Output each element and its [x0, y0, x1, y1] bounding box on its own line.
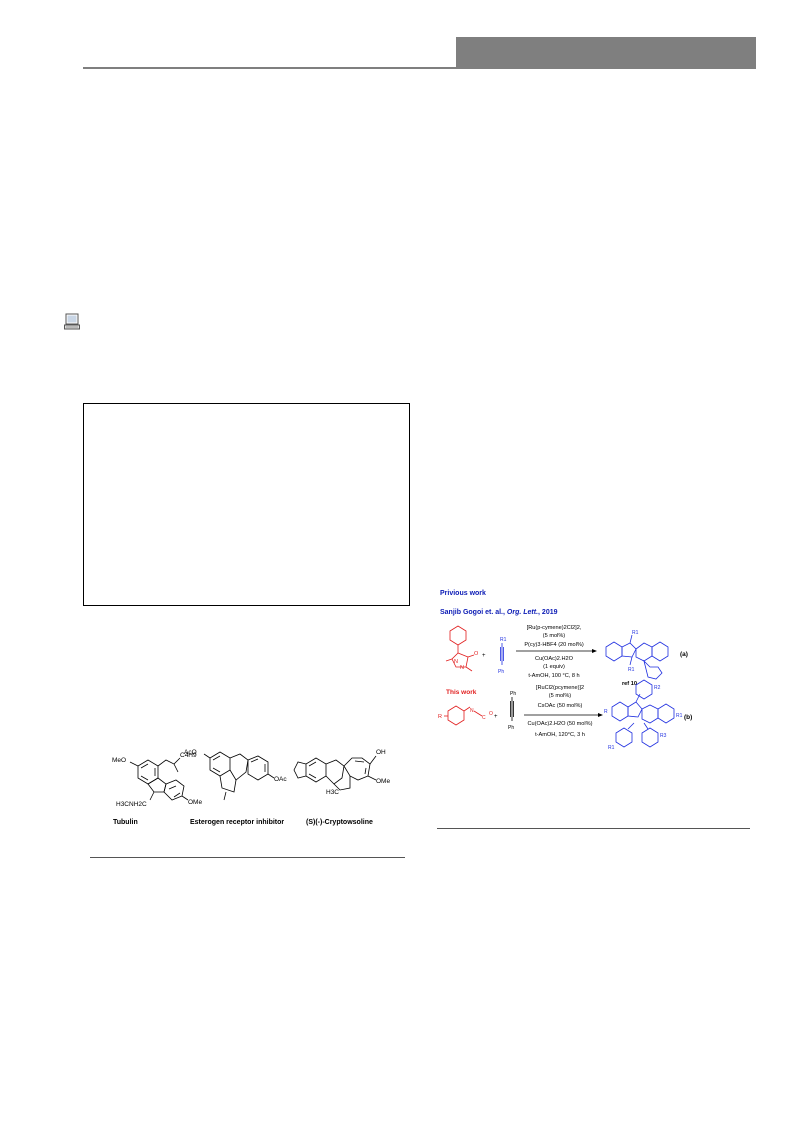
abstract-box [83, 403, 410, 606]
previous-work-heading: Privious work [440, 590, 486, 597]
arrow-b-head [598, 713, 603, 717]
isocyanate-c: C [482, 715, 486, 721]
alkyne-b-ph-top: Ph [510, 691, 516, 697]
ref-10: ref 10 [622, 681, 637, 687]
estrogen-structure [203, 751, 275, 801]
tubulin-ome: OMe [188, 799, 202, 806]
tubulin-c4h9: C4H9 [180, 752, 197, 759]
reference-author: Sanjib Gogoi et. al., [440, 609, 507, 616]
product-b-r1-right: R1 [676, 713, 683, 719]
cryptowsoline-structure [293, 755, 377, 791]
alkyne-a-ph: Ph [498, 669, 504, 675]
alkyne-b-ph-bottom: Ph [508, 725, 514, 731]
label-b: (b) [684, 714, 692, 721]
estrogen-oac: OAc [274, 776, 287, 783]
reaction-scheme: Privious work Sanjib Gogoi et. al., Org.… [436, 585, 756, 805]
caption-tubulin: Tubulin [113, 819, 138, 826]
reference-line: Sanjib Gogoi et. al., Org. Lett., 2019 [440, 609, 558, 616]
pyrazolone-reactant [445, 625, 475, 672]
diphenylacetylene [510, 697, 514, 721]
estrogen-aco: AcO [184, 749, 197, 756]
cond-a-3: P(cy)3·HBF4 (20 mol%) [524, 642, 584, 648]
reference-year: , 2019 [538, 609, 558, 616]
header-rule [83, 67, 756, 69]
header-tab [456, 37, 756, 68]
computer-icon [64, 313, 80, 330]
tubulin-h3cnh2c: H3CNH2C [116, 801, 147, 808]
cond-b-2: (5 mol%) [549, 693, 572, 699]
left-column-rule [90, 857, 405, 858]
isocyanate-o: O [489, 711, 493, 717]
isocyanate-r: R [438, 714, 442, 720]
crypto-oh: OH [376, 749, 386, 756]
product-a-r1-top: R1 [632, 630, 639, 636]
cond-a-4: Cu(OAc)2.H2O [535, 656, 574, 662]
alkyne-a [500, 643, 504, 665]
isocyanate-reactant [444, 705, 483, 726]
cond-a-2: (5 mol%) [543, 633, 566, 639]
pyrazolone-n2: N [460, 665, 464, 671]
tubulin-meo: MeO [112, 757, 126, 764]
product-a-r1-bottom: R1 [628, 667, 635, 673]
isocyanate-n: N [470, 708, 474, 714]
reference-journal: Org. Lett. [507, 609, 538, 616]
alkyne-a-r1: R1 [500, 637, 507, 643]
plus-b: + [494, 714, 498, 720]
arrow-a-head [592, 649, 597, 653]
product-b-r2: R2 [654, 685, 661, 691]
product-b-r: R [604, 709, 608, 715]
crypto-h3c: H3C [326, 789, 339, 796]
right-column-rule [437, 828, 750, 829]
cond-a-6: t-AmOH, 100 °C, 8 h [528, 673, 579, 679]
caption-estrogen: Esterogen receptor inhibitor [190, 819, 284, 826]
natural-products-figure: MeO C4H9 H3CNH2C OMe Tubulin AcO OAc Est… [108, 740, 418, 836]
product-b-r1-left: R1 [608, 745, 615, 751]
pyrazolone-oxygen: O [474, 651, 479, 657]
tubulin-structure [129, 757, 189, 801]
product-b-r3: R3 [660, 733, 667, 739]
plus-a: + [482, 653, 486, 659]
label-a: (a) [680, 651, 688, 658]
cond-b-5: t-AmOH, 120°C, 3 h [535, 732, 585, 738]
product-a [605, 634, 669, 680]
this-work-heading: This work [446, 689, 477, 696]
caption-cryptowsoline: (S)(-)-Cryptowsoline [306, 819, 373, 826]
cond-b-4: Cu(OAc)2.H2O (50 mol%) [528, 721, 593, 727]
product-b [611, 679, 675, 748]
cond-a-1: [Ru(p-cymene)2Cl2]2, [527, 625, 582, 631]
pyrazolone-n1: N [454, 659, 458, 665]
cond-a-5: (1 equiv) [543, 664, 565, 670]
crypto-ome: OMe [376, 778, 390, 785]
cond-b-1: [RuCl2(pcymene)]2 [536, 685, 584, 691]
cond-b-3: CsOAc (50 mol%) [538, 703, 583, 709]
